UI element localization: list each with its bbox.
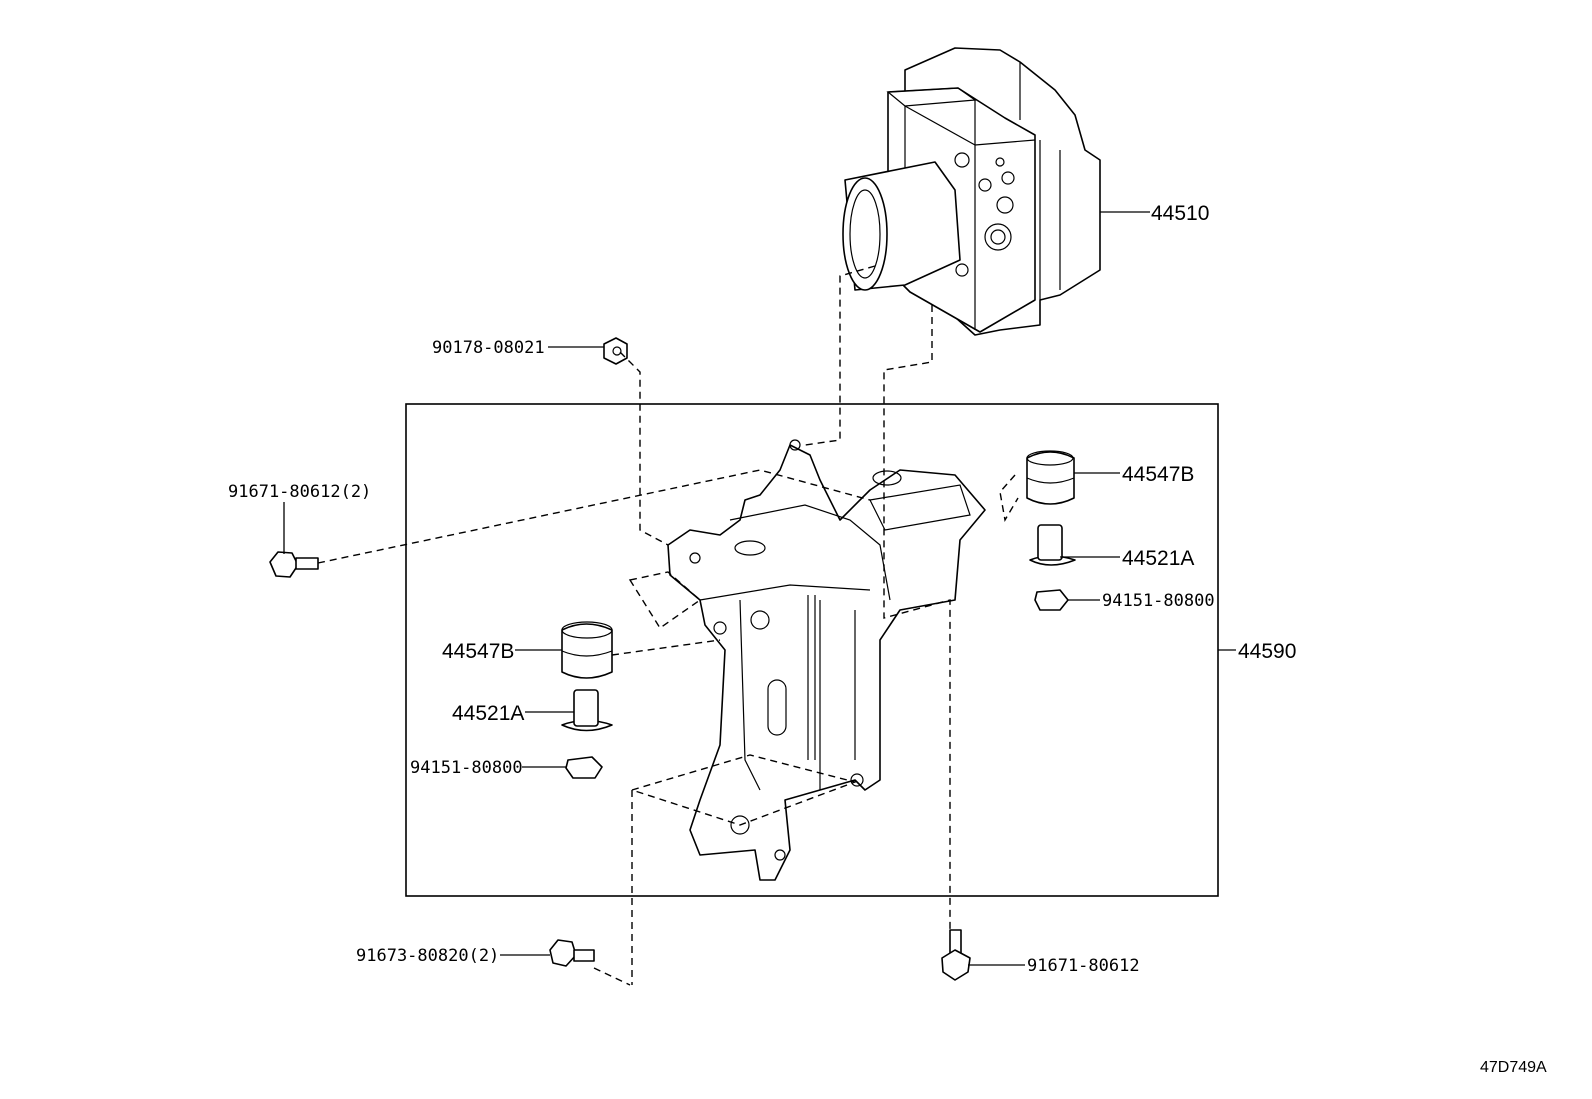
bolt-bottom-right-drawing xyxy=(941,929,971,981)
callout-91673-80820-2: 91673-80820(2) xyxy=(356,946,499,966)
right-stack-drawing xyxy=(1026,450,1076,611)
bracket-drawing xyxy=(667,439,986,881)
nut-top-drawing xyxy=(603,337,628,365)
diagram-code: 47D749A xyxy=(1480,1059,1547,1076)
callout-44510: 44510 xyxy=(1151,202,1209,225)
callout-94151-80800-right: 94151-80800 xyxy=(1102,591,1215,611)
callout-91671-80612-2: 91671-80612(2) xyxy=(228,482,371,502)
assembly-lines xyxy=(317,265,1019,986)
callout-44521a-left: 44521A xyxy=(452,702,524,725)
bolt-left-drawing xyxy=(269,551,319,578)
callout-44547b-left: 44547B xyxy=(442,640,514,663)
callout-90178-08021: 90178-08021 xyxy=(432,338,545,358)
callout-94151-80800-left: 94151-80800 xyxy=(410,758,523,778)
callout-44590: 44590 xyxy=(1238,640,1296,663)
callout-44521a-right: 44521A xyxy=(1122,547,1194,570)
callout-91671-80612: 91671-80612 xyxy=(1027,956,1140,976)
bolt-bottom-left-drawing xyxy=(549,939,595,967)
callout-44547b-right: 44547B xyxy=(1122,463,1194,486)
actuator-drawing xyxy=(842,47,1101,336)
leader-lines xyxy=(283,211,1236,966)
left-stack-drawing xyxy=(561,621,613,779)
